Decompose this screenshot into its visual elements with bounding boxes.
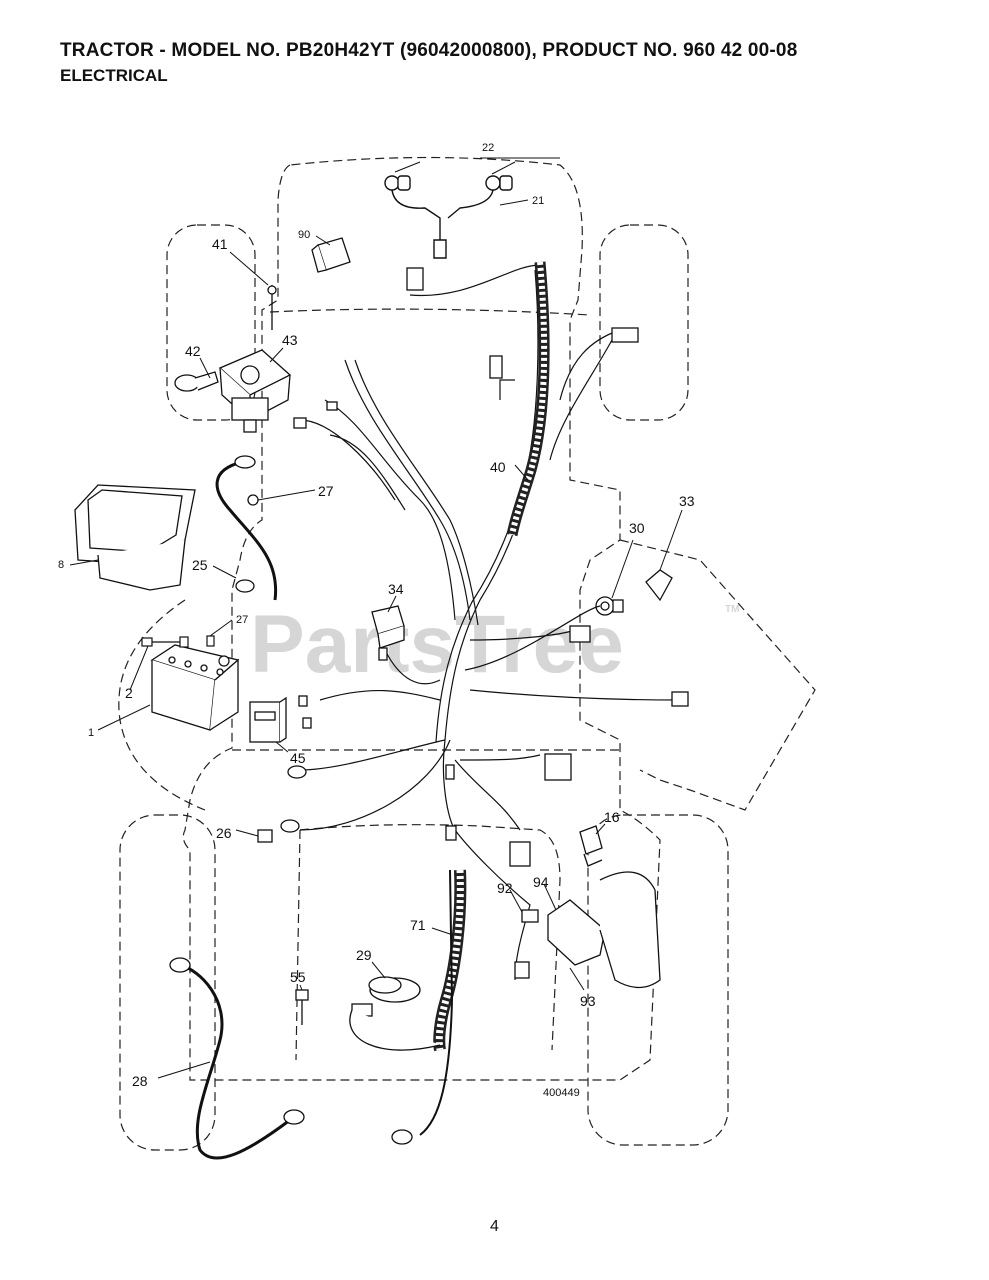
wheels [119,224,729,1151]
headlight-bulb-right [485,175,501,191]
callout-26: 26 [216,825,232,841]
battery-cables [179,460,454,1160]
page-header: TRACTOR - MODEL NO. PB20H42YT (960420008… [60,40,797,86]
callout-21: 21 [532,195,544,207]
page-title: TRACTOR - MODEL NO. PB20H42YT (960420008… [60,40,798,61]
rear-right-wheel [587,814,729,1146]
callout-29: 29 [356,947,372,963]
callout-16: 16 [604,809,620,825]
callout-90: 90 [298,229,310,241]
callout-30: 30 [629,520,645,536]
page-number: 4 [490,1218,499,1235]
battery-box [74,484,196,591]
callout-42: 42 [185,343,201,359]
callout-25: 25 [192,557,208,573]
fuse-holder [249,696,287,743]
callout-93: 93 [580,993,596,1009]
leader-lines [69,157,683,1079]
callout-92: 92 [497,880,513,896]
part-33-module [645,569,673,602]
connectors [293,267,689,867]
callout-55: 55 [290,969,306,985]
cable-25 [215,460,278,601]
connector-multi [544,753,572,781]
callout-33: 33 [679,493,695,509]
callout-34: 34 [388,581,404,597]
callout-27-lower: 27 [236,614,248,626]
connector-front [406,267,424,291]
part-94-93-assembly [514,871,661,989]
connector-rear [509,841,531,867]
part-16-switch [579,825,603,867]
callout-22: 22 [482,142,494,154]
callout-1: 1 [88,727,94,739]
section-subtitle: ELECTRICAL [60,66,168,85]
headlight-assembly [384,175,513,259]
connector-mid [489,355,503,379]
watermark-tm: TM [725,604,739,615]
callout-71: 71 [410,917,426,933]
headlight-bulb-left [384,175,400,191]
part-30-switch [595,596,624,616]
part-55-bolt [295,989,309,1025]
callout-27-upper: 27 [318,483,334,499]
callout-40: 40 [490,459,506,475]
cable-71-lead [419,869,454,1136]
connector-side [671,691,689,707]
part-29-sensor [349,976,441,1051]
callout-43: 43 [282,332,298,348]
callout-45: 45 [290,750,306,766]
battery-bolts [141,635,230,667]
callout-28: 28 [132,1073,148,1089]
callout-8: 8 [58,559,64,571]
battery [150,644,240,731]
connector-center [569,625,591,643]
connector-right [611,327,639,343]
conduit-40 [506,261,550,537]
callout-2: 2 [125,685,133,701]
tractor-outline [118,156,816,1081]
front-right-wheel [599,224,689,421]
conduit-71 [433,869,467,1052]
callout-94: 94 [533,874,549,890]
cable-28 [179,963,291,1160]
part-34-switch [371,605,405,649]
watermark: PartsTree [250,599,624,690]
part-90-bracket [311,237,351,273]
cable-terminals [169,455,413,1145]
wire-harness [299,264,681,981]
rear-left-wheel [119,814,216,1151]
drawing-number: 400449 [543,1087,580,1099]
ignition-switch [174,285,292,433]
front-left-wheel [166,224,256,421]
callout-41: 41 [212,236,228,252]
